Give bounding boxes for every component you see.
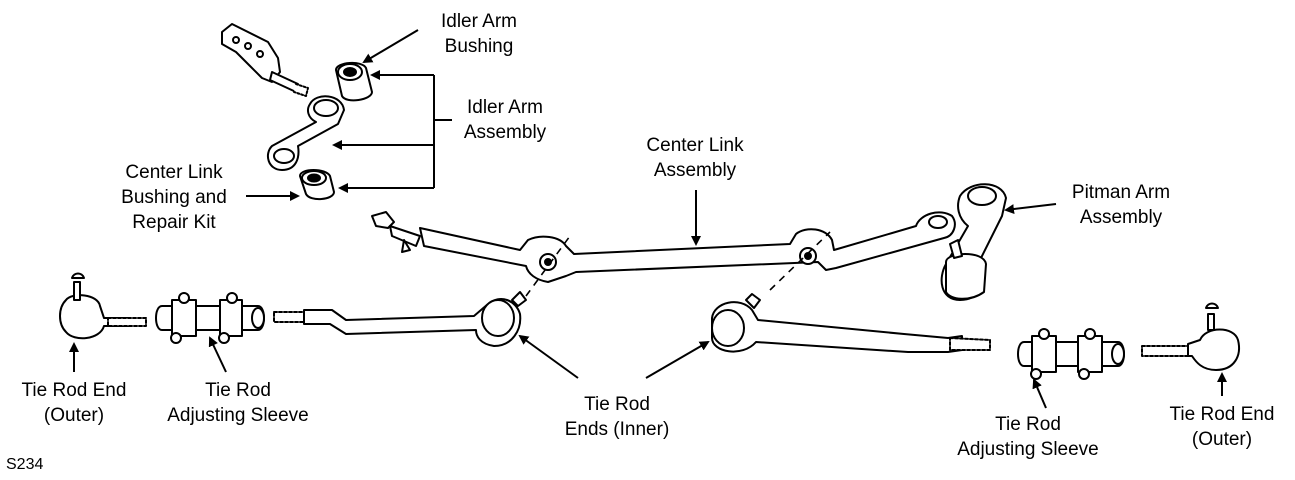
tie-rod-adjusting-sleeve-left-part <box>155 292 265 344</box>
tie-rod-end-outer-right-part <box>1141 302 1240 371</box>
idler-arm-assembly-part <box>266 95 345 171</box>
pitman-arm-assembly-part <box>940 183 1007 301</box>
tie-rod-inner-left-part <box>273 291 527 347</box>
label-pitman-arm-assembly: Pitman Arm Assembly <box>1071 182 1171 228</box>
alignment-lines <box>525 231 831 297</box>
label-idler-arm-bushing: Idler Arm Bushing <box>440 11 518 57</box>
label-center-link-bushing-kit: Center Link Bushing and Repair Kit <box>121 162 227 233</box>
label-tie-rod-end-outer-right: Tie Rod End (Outer) <box>1169 404 1275 450</box>
idler-arm-bracket-part <box>221 23 309 97</box>
callout-arrows <box>69 29 1227 409</box>
center-link-assembly-part <box>371 211 956 283</box>
tie-rod-adjusting-sleeve-right-part <box>1017 328 1125 380</box>
figure-code: S234 <box>6 456 44 473</box>
label-center-link-assembly: Center Link Assembly <box>646 135 744 181</box>
label-tie-rod-ends-inner: Tie Rod Ends (Inner) <box>564 394 670 440</box>
tie-rod-inner-right-part <box>711 293 991 353</box>
center-link-bushing-part <box>299 169 335 200</box>
tie-rod-end-outer-left-part <box>59 272 147 340</box>
label-tie-rod-adjusting-sleeve-left: Tie Rod Adjusting Sleeve <box>167 380 309 426</box>
label-idler-arm-assembly: Idler Arm Assembly <box>463 97 547 143</box>
label-tie-rod-adjusting-sleeve-right: Tie Rod Adjusting Sleeve <box>957 414 1099 460</box>
idler-arm-bushing-part <box>335 62 373 102</box>
label-tie-rod-end-outer-left: Tie Rod End (Outer) <box>21 380 127 426</box>
